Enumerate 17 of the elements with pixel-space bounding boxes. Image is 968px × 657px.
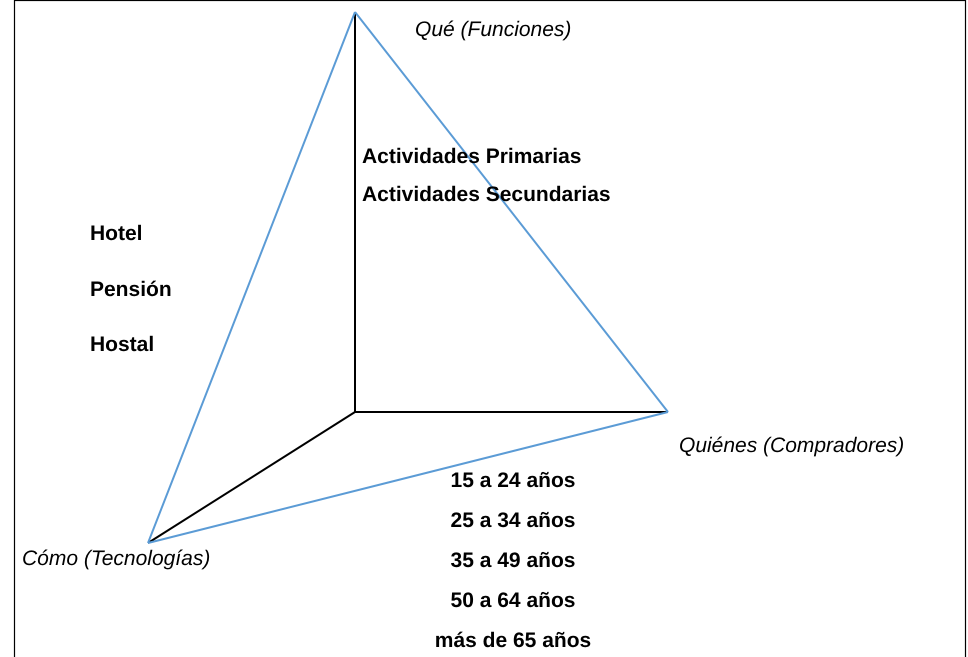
age-group-item: 15 a 24 años bbox=[450, 469, 576, 493]
triangle-side bbox=[354, 11, 669, 413]
triangle-side bbox=[148, 411, 668, 544]
technology-item: Pensión bbox=[90, 278, 172, 302]
axis-line bbox=[147, 411, 356, 544]
axis-label: Qué (Funciones) bbox=[415, 18, 572, 42]
technology-item: Hostal bbox=[90, 333, 154, 357]
technology-item: Hotel bbox=[90, 222, 142, 246]
triangle-side bbox=[147, 12, 356, 544]
age-group-item: 35 a 49 años bbox=[450, 549, 576, 573]
age-group-item: más de 65 años bbox=[434, 629, 592, 653]
axis-label: Cómo (Tecnologías) bbox=[22, 547, 210, 571]
axis-label: Quiénes (Compradores) bbox=[679, 434, 904, 458]
age-group-item: 25 a 34 años bbox=[450, 509, 576, 533]
axis-line bbox=[354, 12, 356, 412]
axis-line bbox=[355, 411, 668, 413]
age-group-item: 50 a 64 años bbox=[450, 589, 576, 613]
